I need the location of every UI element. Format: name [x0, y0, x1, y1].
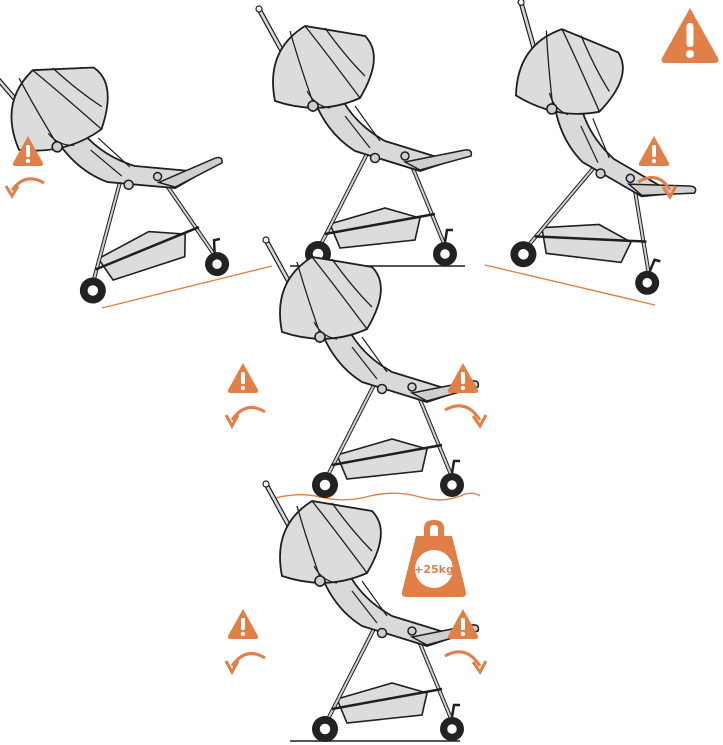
warning-triangle-icon	[448, 363, 478, 393]
scene-overload: +25kg	[226, 481, 486, 742]
stroller-drawing	[263, 237, 478, 498]
warning-triangle-icon	[639, 136, 669, 166]
stroller-drawing	[263, 481, 478, 742]
warning-triangle-icon	[228, 609, 258, 639]
stroller-drawing	[256, 6, 471, 267]
scene-flat-ground	[256, 6, 471, 267]
stroller-drawing	[0, 16, 246, 316]
slope-ground-line	[485, 265, 655, 305]
warning-triangle-icon	[448, 609, 478, 639]
weight-icon: +25kg	[402, 520, 466, 597]
weight-label: +25kg	[414, 563, 454, 576]
scene-downhill-slope	[0, 16, 272, 316]
warning-triangle-icon	[228, 363, 258, 393]
scene-uneven-ground	[226, 237, 486, 500]
warning-triangle-large-icon	[662, 8, 719, 63]
